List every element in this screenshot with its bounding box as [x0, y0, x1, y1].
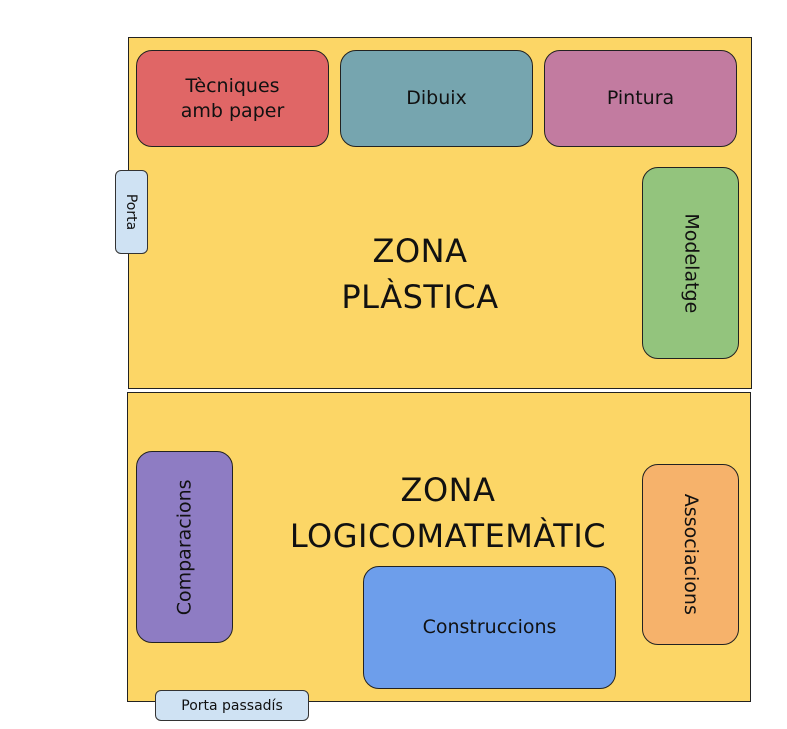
associacions-label: Associacions [679, 493, 702, 616]
zona-logicomatematic-title: ZONA LOGICOMATEMÀTIC [250, 467, 646, 560]
porta-passadis-door: Porta passadís [155, 690, 309, 721]
zona-logicomatematic-title-line1: ZONA [400, 471, 496, 509]
porta-door: Porta [115, 170, 148, 254]
zona-logicomatematic-title-line2: LOGICOMATEMÀTIC [289, 517, 607, 556]
tecniques-amb-paper-area: Tècniques amb paper [136, 50, 329, 147]
dibuix-label: Dibuix [406, 87, 467, 110]
zona-plastica-title-line1: ZONA [372, 232, 468, 270]
tecniques-label-line2: amb paper [180, 99, 285, 122]
porta-label: Porta [123, 193, 140, 231]
comparacions-area: Comparacions [136, 451, 233, 643]
zona-plastica-title-line2: PLÀSTICA [341, 278, 499, 317]
zona-plastica-title: ZONA PLÀSTICA [270, 228, 570, 321]
pintura-area: Pintura [544, 50, 737, 147]
comparacions-label: Comparacions [173, 479, 196, 615]
dibuix-area: Dibuix [340, 50, 533, 147]
construccions-area: Construccions [363, 566, 616, 689]
modelatge-area: Modelatge [642, 167, 739, 359]
construccions-label: Construccions [422, 616, 557, 639]
associacions-area: Associacions [642, 464, 739, 645]
porta-passadis-label: Porta passadís [181, 697, 283, 714]
pintura-label: Pintura [606, 87, 675, 110]
modelatge-label: Modelatge [679, 213, 702, 313]
tecniques-label-line1: Tècniques [185, 74, 280, 97]
